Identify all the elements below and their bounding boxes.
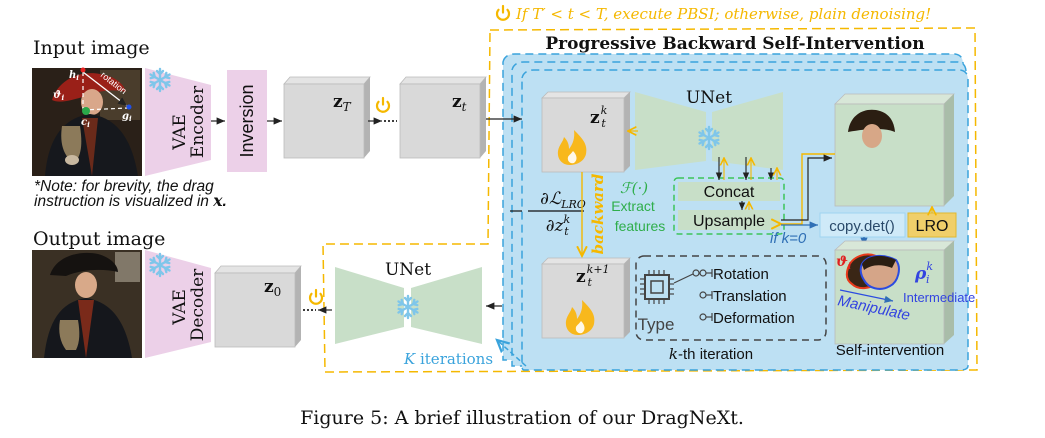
- vae-encoder-block: [145, 68, 211, 176]
- note-line-2: instruction is visualized in x.: [34, 191, 227, 210]
- encoder-label-1: VAE: [170, 114, 190, 151]
- upsample-label: Upsample: [693, 213, 765, 230]
- feature-connector: [781, 154, 832, 221]
- k-iterations-label: K iterations: [403, 350, 493, 368]
- annotation-theta: ϑi: [53, 90, 65, 102]
- intermediate-label: Intermediate: [903, 290, 975, 305]
- denoise-unet-encoder: [335, 267, 404, 344]
- selector-line: [673, 273, 694, 284]
- annotation-h: hi: [69, 70, 79, 82]
- concat-label: Concat: [704, 184, 755, 201]
- note-line-1: *Note: for brevity, the drag: [34, 178, 214, 195]
- output-image-title: Output image: [33, 228, 165, 250]
- copy-det-label: copy.det(): [829, 218, 895, 235]
- cropped-head-image: [848, 109, 895, 148]
- annotation-c: ci: [81, 117, 90, 129]
- encoder-label-2: Encoder: [188, 85, 208, 158]
- power-icon: [495, 4, 511, 21]
- output-image: [32, 250, 142, 358]
- pbsi-unet-decoder: [712, 92, 783, 170]
- features-label: features: [615, 218, 666, 234]
- copy-det-block: [819, 212, 906, 238]
- input-image: [32, 67, 142, 176]
- feature-function-label: ℱ(·): [620, 179, 648, 197]
- type-label: Type: [638, 315, 675, 334]
- pbsi-unet-encoder: [635, 92, 706, 170]
- latent-ztk-cube: [541, 91, 631, 173]
- input-image-title: Input image: [33, 37, 150, 59]
- pbsi-condition-region: [322, 27, 978, 373]
- gradient-connector: [781, 153, 835, 224]
- latent-z0-cube: [214, 265, 302, 348]
- figure-caption: Figure 5: A brief illustration of our Dr…: [300, 407, 744, 429]
- denoise-unet-decoder: [411, 267, 482, 344]
- kth-iteration-label: k-th iteration: [669, 345, 753, 363]
- power-icon: [375, 96, 391, 113]
- feature-map-cube: [834, 93, 955, 207]
- decoder-label-1: VAE: [170, 289, 190, 326]
- manipulate-arrow: [839, 289, 894, 303]
- latent-zt-label: zt: [452, 92, 467, 114]
- type-option-rotation: Rotation: [713, 266, 769, 283]
- denoise-unet-label: UNet: [385, 260, 431, 280]
- theta-label: ϑi: [836, 254, 852, 272]
- latent-z0-label: z0: [264, 277, 281, 299]
- lro-label: LRO: [916, 218, 949, 235]
- if-k-zero-label: if k=0: [770, 230, 807, 247]
- extract-label: Extract: [611, 198, 655, 214]
- concat-block: [678, 182, 780, 201]
- inversion-block: [227, 70, 267, 172]
- switch-icons: [692, 269, 713, 321]
- gradient-numerator: ∂ℒLRO: [540, 189, 586, 211]
- iteration-type-box: [635, 255, 827, 341]
- k-iterations-arrow: [497, 340, 527, 367]
- chip-icon: [640, 270, 674, 304]
- pbsi-unet-label: UNet: [686, 88, 732, 108]
- upsample-block: [678, 210, 780, 230]
- self-intervention-label: Self-intervention: [836, 342, 944, 359]
- vae-decoder-block: [145, 250, 211, 358]
- backward-label: backward: [589, 173, 607, 254]
- pbsi-title: Progressive Backward Self-Intervention: [545, 34, 924, 54]
- inversion-label: Inversion: [237, 84, 257, 157]
- latent-zT-label: zT: [333, 92, 352, 114]
- annotation-g: gi: [122, 111, 132, 123]
- power-icon: [308, 288, 324, 305]
- manipulated-head-image: [845, 253, 900, 290]
- latent-zT-cube: [283, 76, 371, 159]
- type-option-deformation: Deformation: [713, 310, 795, 327]
- type-option-translation: Translation: [713, 288, 787, 305]
- condition-text: If T′ < t < T, execute PBSI; otherwise, …: [515, 5, 931, 23]
- latent-zt-cube: [399, 76, 487, 159]
- decoder-label-2: Decoder: [188, 268, 208, 341]
- feature-extraction-group: [673, 177, 785, 235]
